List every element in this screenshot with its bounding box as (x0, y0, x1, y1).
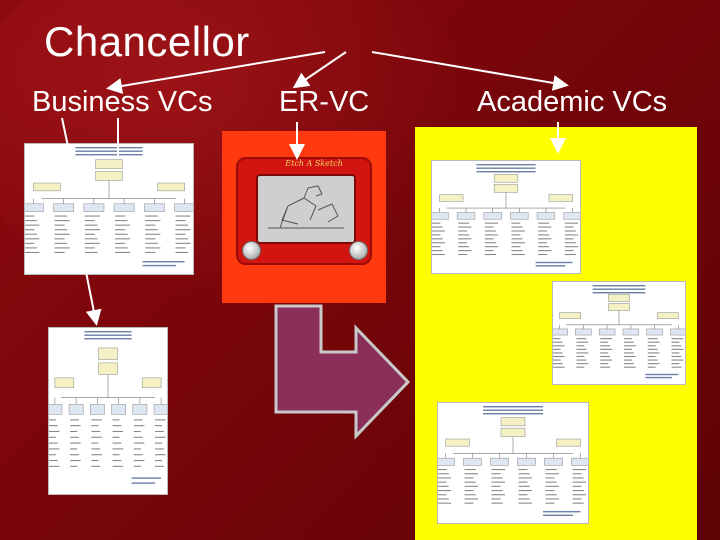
arrow-chancellor-to-academic (371, 51, 569, 91)
org-chart-icon (432, 164, 580, 267)
academic-org-chart-2 (552, 281, 686, 385)
etch-brand-mark: Etch A Sketch (285, 159, 343, 168)
org-chart-icon (553, 285, 685, 379)
arrow-chancellor-to-er (292, 51, 347, 89)
arrow-business-to-chart (61, 117, 71, 157)
arrow-chancellor-to-business (106, 51, 326, 94)
academic-org-chart-1 (431, 160, 581, 274)
org-chart-icon (25, 147, 193, 267)
business-org-chart-1 (24, 143, 194, 275)
business-org-chart-2 (48, 327, 168, 495)
left-knob (242, 241, 261, 260)
er-vc-label: ER-VC (279, 86, 370, 118)
org-chart-icon (49, 331, 167, 484)
etch-screen (256, 174, 356, 244)
big-right-arrow-icon (274, 304, 411, 440)
right-knob (349, 241, 368, 260)
slide-title: Chancellor (44, 18, 250, 65)
academic-vcs-label: Academic VCs (477, 86, 668, 118)
sketch-drawing (268, 185, 344, 229)
org-chart-icon (438, 406, 588, 516)
arrow-business-chart-down (85, 271, 102, 326)
academic-org-chart-3 (437, 402, 589, 524)
etch-a-sketch-icon: Etch A Sketch (236, 157, 372, 265)
